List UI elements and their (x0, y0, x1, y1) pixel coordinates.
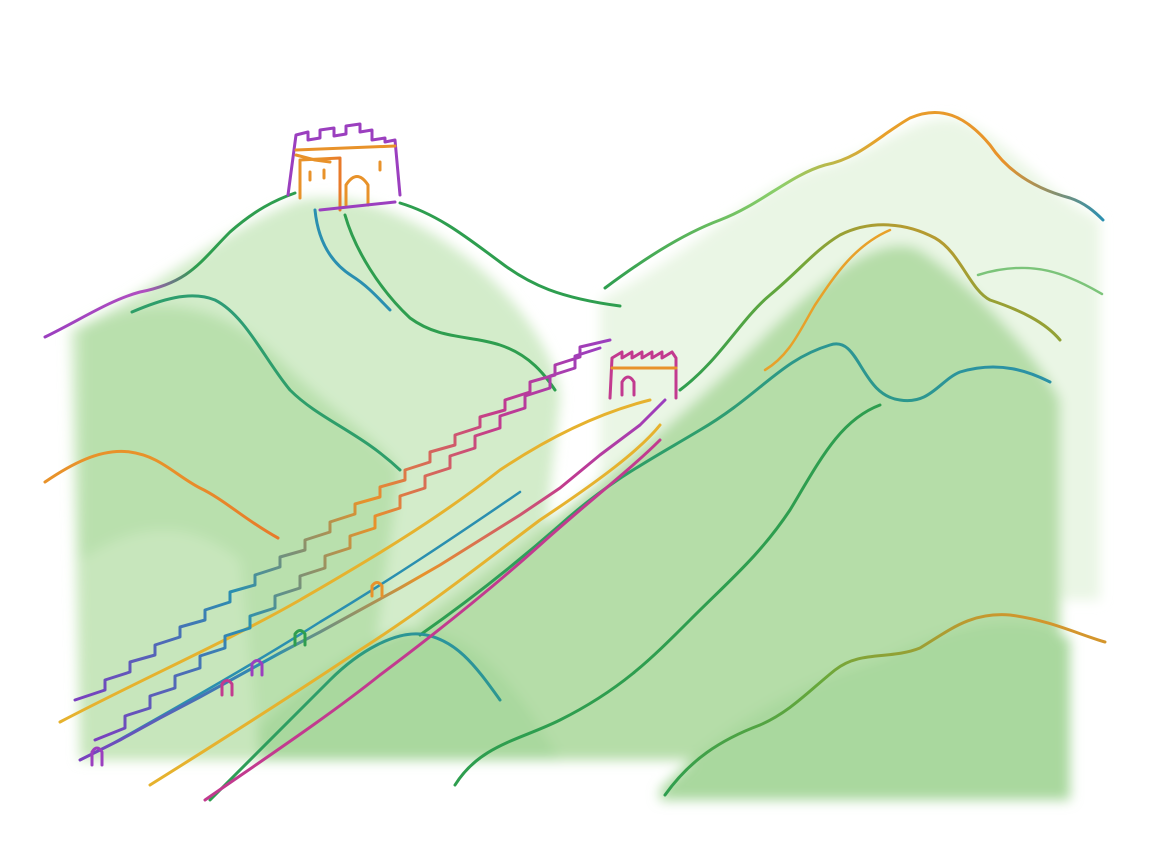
mountain-ridge-icon (603, 110, 1105, 290)
near-watchtower-icon (608, 350, 678, 400)
mountain-ridge-icon (976, 266, 1104, 296)
mountain-ridge-icon (398, 201, 622, 308)
mountain-ridge-icon (453, 403, 882, 787)
mountain-fills (70, 118, 1100, 800)
mountain-ridge-icon (313, 208, 392, 312)
mountain-ridge-icon (43, 191, 297, 339)
mountain-ridge-icon (418, 342, 1052, 637)
mountain-ridges (43, 110, 1107, 802)
mountain-ridge-icon (130, 294, 402, 472)
far-watchtower-icon (286, 122, 402, 212)
great-wall-icon (58, 338, 667, 802)
mountain-ridge-icon (663, 613, 1107, 797)
mountain-ridge-icon (343, 213, 557, 392)
mountain-ridge-icon (43, 449, 280, 540)
mountain-ridge-icon (763, 228, 892, 372)
mountain-ridge-icon (208, 632, 502, 802)
mountain-ridge-icon (678, 223, 1062, 392)
